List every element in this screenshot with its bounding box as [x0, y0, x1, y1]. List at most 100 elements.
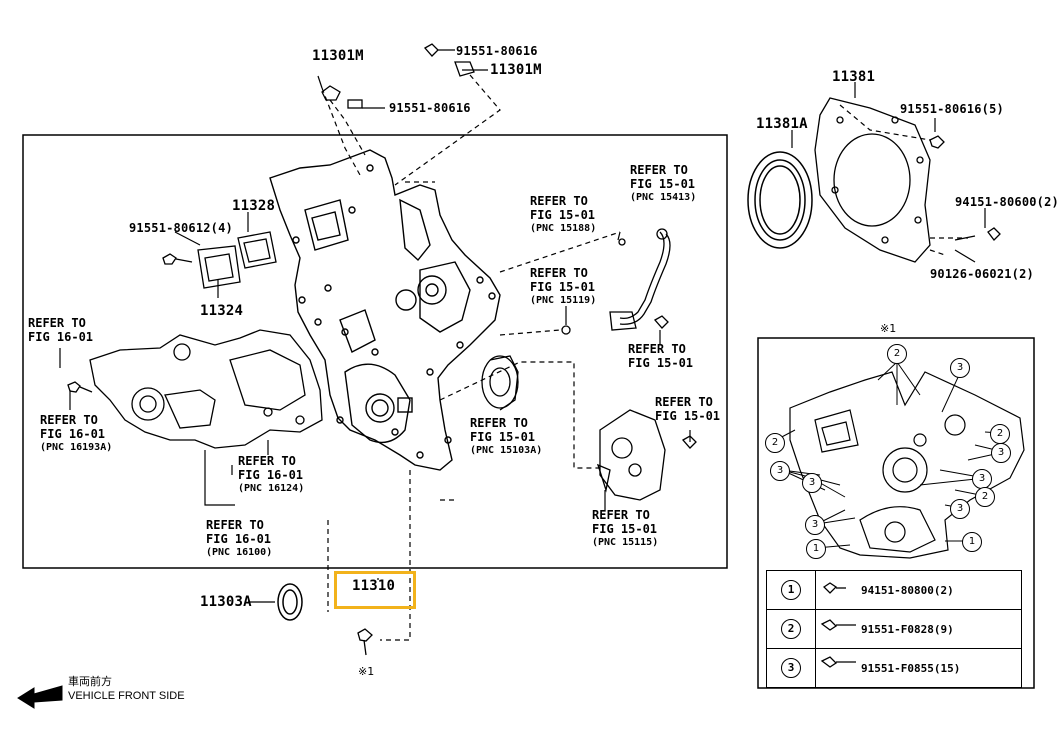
legend-num-cell: 2: [766, 609, 816, 649]
gear-drawing: [481, 355, 519, 411]
ref-pnc-15188[interactable]: REFER TO FIG 15-01 (PNC 15188): [530, 194, 596, 236]
legend-row: 3 91551-F0855(15): [766, 648, 1022, 688]
ref-line: REFER TO: [630, 163, 688, 177]
ref-pnc-16124[interactable]: REFER TO FIG 16-01 (PNC 16124): [238, 454, 304, 496]
highlight-11310: [334, 571, 416, 609]
ref-pnc: (PNC 15103A): [470, 445, 543, 456]
inset-callout-3: 3: [950, 499, 970, 519]
ref-line: REFER TO: [530, 266, 588, 280]
inset-callout-1: 1: [806, 539, 826, 559]
ref-line: REFER TO: [28, 316, 86, 330]
solid-leaders: [59, 49, 986, 603]
label-11310[interactable]: 11310: [352, 578, 396, 594]
legend-num: 2: [781, 619, 801, 639]
bolt-glyphs: [67, 135, 1001, 656]
legend-num: 1: [781, 580, 801, 600]
label-91551-80616-5: 91551-80616(5): [900, 102, 1004, 116]
label-94151-80600-2: 94151-80600(2): [955, 195, 1059, 209]
ref-pnc-15103A[interactable]: REFER TO FIG 15-01 (PNC 15103A): [470, 416, 542, 458]
ref-pnc: (PNC 15188): [530, 223, 597, 234]
ref-pnc: (PNC 15413): [630, 192, 697, 203]
legend-part-cell: 94151-80800(2): [815, 570, 1022, 610]
rear-plate-drawing: [814, 97, 931, 263]
flange-bolt-icon: [831, 664, 855, 674]
ref-line: FIG 15-01: [592, 522, 658, 536]
legend-row: 2 91551-F0828(9): [766, 609, 1022, 649]
timing-cover-drawing: [269, 149, 501, 471]
top-sensors: [321, 43, 475, 109]
front-arrow: [17, 685, 63, 709]
ref-pnc-16100[interactable]: REFER TO FIG 16-01 (PNC 16100): [206, 518, 272, 560]
inset-callout-2: 2: [765, 433, 785, 453]
legend-num-cell: 1: [766, 570, 816, 610]
front-note-en: VEHICLE FRONT SIDE: [68, 690, 185, 702]
ref-line: REFER TO: [206, 518, 264, 532]
ref-line: FIG 16-01: [40, 427, 106, 441]
legend-part[interactable]: 94151-80800(2): [861, 583, 954, 597]
legend-row: 1 94151-80800(2): [766, 570, 1022, 610]
ref-pnc: (PNC 15119): [530, 295, 597, 306]
ref-pnc-15413[interactable]: REFER TO FIG 15-01 (PNC 15413): [630, 163, 696, 205]
ref-line: FIG 16-01: [28, 330, 94, 344]
ref-pnc: (PNC 15115): [592, 537, 659, 548]
front-note-jp: 車両前方: [68, 676, 112, 688]
vehicle-front-note: 車両前方 VEHICLE FRONT SIDE: [68, 675, 185, 703]
main-frame: [22, 134, 728, 569]
ref-fig-15-01-a[interactable]: REFER TO FIG 15-01: [628, 342, 693, 370]
water-pump-drawing: [89, 329, 323, 449]
ref-line: REFER TO: [628, 342, 686, 356]
label-91551-80616-mid: 91551-80616: [389, 101, 471, 115]
label-11381A: 11381A: [756, 116, 808, 132]
ref-fig-16-01[interactable]: REFER TO FIG 16-01: [28, 316, 93, 344]
inset-drawing: [789, 371, 1025, 559]
ref-line: FIG 15-01: [530, 208, 596, 222]
inset-callout-1: 1: [962, 532, 982, 552]
ref-line: FIG 15-01: [628, 356, 694, 370]
ref-pnc: (PNC 16193A): [40, 442, 113, 453]
label-90126-06021-2: 90126-06021(2): [930, 267, 1034, 281]
ref-pnc-15119[interactable]: REFER TO FIG 15-01 (PNC 15119): [530, 266, 596, 308]
ref-line: FIG 16-01: [206, 532, 272, 546]
ref-line: FIG 15-01: [470, 430, 536, 444]
ref-fig-15-01-b[interactable]: REFER TO FIG 15-01: [655, 395, 720, 423]
inset-callout-3: 3: [770, 461, 790, 481]
ref-line: REFER TO: [238, 454, 296, 468]
label-11328: 11328: [232, 198, 276, 214]
ref-line: FIG 15-01: [530, 280, 596, 294]
inset-callout-3: 3: [950, 358, 970, 378]
rear-seal-drawing: [747, 151, 813, 249]
inset-callout-3: 3: [802, 473, 822, 493]
label-11303A: 11303A: [200, 594, 252, 610]
pipe-drawing: [561, 228, 671, 335]
legend-part[interactable]: 91551-F0828(9): [861, 622, 954, 636]
gaskets: [197, 231, 277, 289]
legend-part-cell: 91551-F0828(9): [815, 609, 1022, 649]
inset-title: ※1: [880, 322, 897, 335]
star-note-label: ※1: [358, 665, 375, 678]
flange-nut-icon: [831, 586, 855, 596]
label-11301M-right: 11301M: [490, 62, 542, 78]
ref-line: REFER TO: [655, 395, 713, 409]
ref-line: FIG 15-01: [630, 177, 696, 191]
ref-line: REFER TO: [592, 508, 650, 522]
ref-line: FIG 16-01: [238, 468, 304, 482]
ref-line: FIG 15-01: [655, 409, 721, 423]
dashed-leaders: [321, 74, 968, 641]
ref-pnc-16193A[interactable]: REFER TO FIG 16-01 (PNC 16193A): [40, 413, 112, 455]
ref-pnc-15115[interactable]: REFER TO FIG 15-01 (PNC 15115): [592, 508, 658, 550]
ref-line: REFER TO: [530, 194, 588, 208]
front-seal-drawing: [277, 583, 303, 621]
label-11324: 11324: [200, 303, 244, 319]
label-11301M-top: 11301M: [312, 48, 364, 64]
ref-pnc: (PNC 16124): [238, 483, 305, 494]
inset-callout-3: 3: [805, 515, 825, 535]
label-91551-80612-4: 91551-80612(4): [129, 221, 233, 235]
label-91551-80616-top: 91551-80616: [456, 44, 538, 58]
legend-num: 3: [781, 658, 801, 678]
fastener-legend-table: 1 94151-80800(2) 2 91551-F0828(9) 3 9155…: [766, 570, 1022, 688]
legend-part[interactable]: 91551-F0855(15): [861, 661, 961, 675]
inset-callout-3: 3: [972, 469, 992, 489]
ref-line: REFER TO: [470, 416, 528, 430]
inset-callout-3: 3: [991, 443, 1011, 463]
